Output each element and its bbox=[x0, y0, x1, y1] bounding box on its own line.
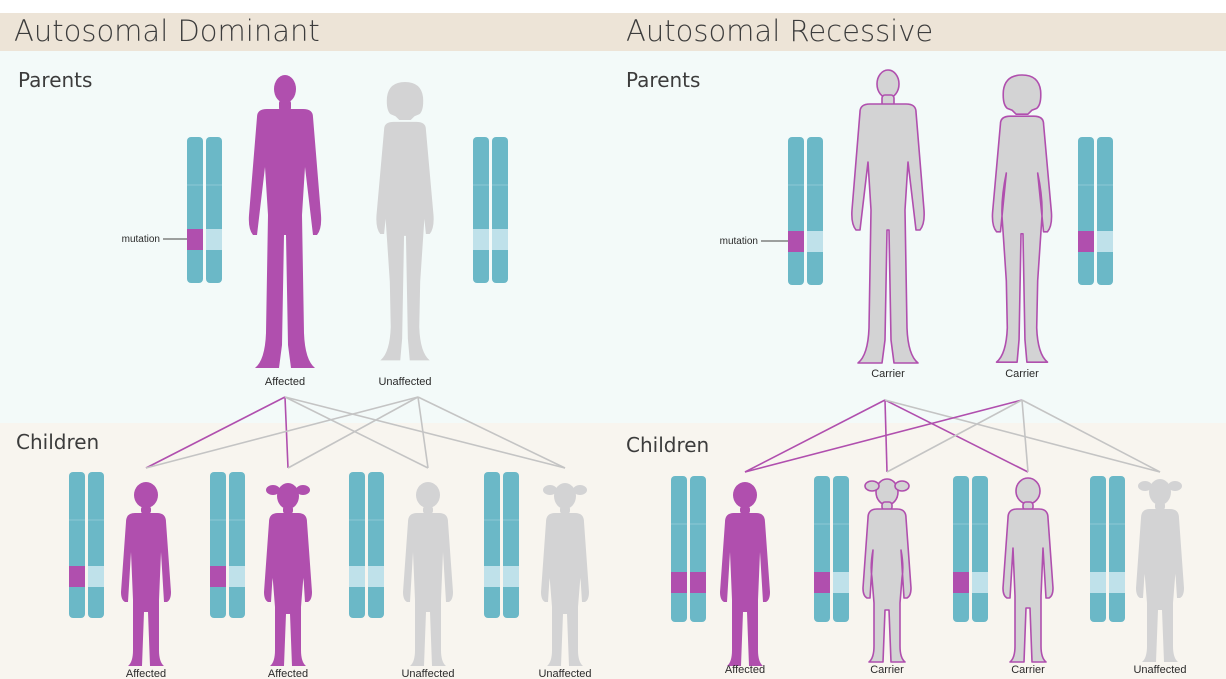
child-caption: Carrier bbox=[1011, 664, 1045, 676]
chromatid bbox=[690, 476, 706, 622]
chromatid bbox=[88, 472, 104, 618]
normal-band bbox=[492, 229, 508, 250]
chromatid bbox=[1097, 137, 1113, 285]
chromatid bbox=[368, 472, 384, 618]
normal-band bbox=[972, 572, 988, 593]
mutation-band bbox=[187, 229, 203, 250]
mutation-label: mutation bbox=[720, 236, 758, 247]
panel-title: Autosomal Recessive bbox=[626, 14, 933, 48]
normal-band bbox=[368, 566, 384, 587]
panel-recessive: Autosomal Recessive Parents Children Car… bbox=[612, 13, 1226, 679]
normal-band bbox=[229, 566, 245, 587]
chromatid bbox=[349, 472, 365, 618]
parent-caption: Affected bbox=[265, 376, 305, 388]
child-caption: Affected bbox=[725, 664, 765, 676]
chromatid bbox=[814, 476, 830, 622]
chromatid bbox=[1090, 476, 1106, 622]
panel-dominant: Autosomal Dominant Parents Children Affe… bbox=[0, 13, 612, 679]
mutation-band bbox=[1078, 231, 1094, 252]
mutation-label: mutation bbox=[122, 234, 160, 245]
normal-band bbox=[1109, 572, 1125, 593]
mutation-band bbox=[788, 231, 804, 252]
normal-band bbox=[206, 229, 222, 250]
chromatid bbox=[671, 476, 687, 622]
normal-band bbox=[1090, 572, 1106, 593]
mutation-band bbox=[69, 566, 85, 587]
chromatid bbox=[69, 472, 85, 618]
child-caption: Unaffected bbox=[401, 668, 454, 679]
chromatid bbox=[833, 476, 849, 622]
normal-band bbox=[349, 566, 365, 587]
chromatid bbox=[972, 476, 988, 622]
normal-band bbox=[833, 572, 849, 593]
chromatid bbox=[503, 472, 519, 618]
mutation-band bbox=[671, 572, 687, 593]
child-caption: Unaffected bbox=[1133, 664, 1186, 676]
chromatid bbox=[206, 137, 222, 283]
normal-band bbox=[807, 231, 823, 252]
parents-heading: Parents bbox=[18, 68, 92, 92]
parent-caption: Unaffected bbox=[378, 376, 431, 388]
chromatid bbox=[788, 137, 804, 285]
normal-band bbox=[484, 566, 500, 587]
mutation-band bbox=[210, 566, 226, 587]
normal-band bbox=[503, 566, 519, 587]
children-heading: Children bbox=[16, 430, 99, 454]
chromatid bbox=[210, 472, 226, 618]
panel-title: Autosomal Dominant bbox=[14, 14, 320, 48]
parents-heading: Parents bbox=[626, 68, 700, 92]
parent-caption: Carrier bbox=[871, 368, 905, 380]
child-caption: Affected bbox=[126, 668, 166, 679]
parents-band bbox=[612, 51, 1226, 423]
chromatid bbox=[807, 137, 823, 285]
chromatid bbox=[1109, 476, 1125, 622]
chromatid bbox=[953, 476, 969, 622]
mutation-band bbox=[690, 572, 706, 593]
chromatid bbox=[229, 472, 245, 618]
mutation-band bbox=[953, 572, 969, 593]
child-caption: Affected bbox=[268, 668, 308, 679]
children-heading: Children bbox=[626, 433, 709, 457]
chromatid bbox=[492, 137, 508, 283]
parent-caption: Carrier bbox=[1005, 368, 1039, 380]
normal-band bbox=[1097, 231, 1113, 252]
chromatid bbox=[484, 472, 500, 618]
mutation-band bbox=[814, 572, 830, 593]
chromatid bbox=[1078, 137, 1094, 285]
normal-band bbox=[88, 566, 104, 587]
normal-band bbox=[473, 229, 489, 250]
child-caption: Carrier bbox=[870, 664, 904, 676]
chromatid bbox=[187, 137, 203, 283]
chromatid bbox=[473, 137, 489, 283]
child-caption: Unaffected bbox=[538, 668, 591, 679]
